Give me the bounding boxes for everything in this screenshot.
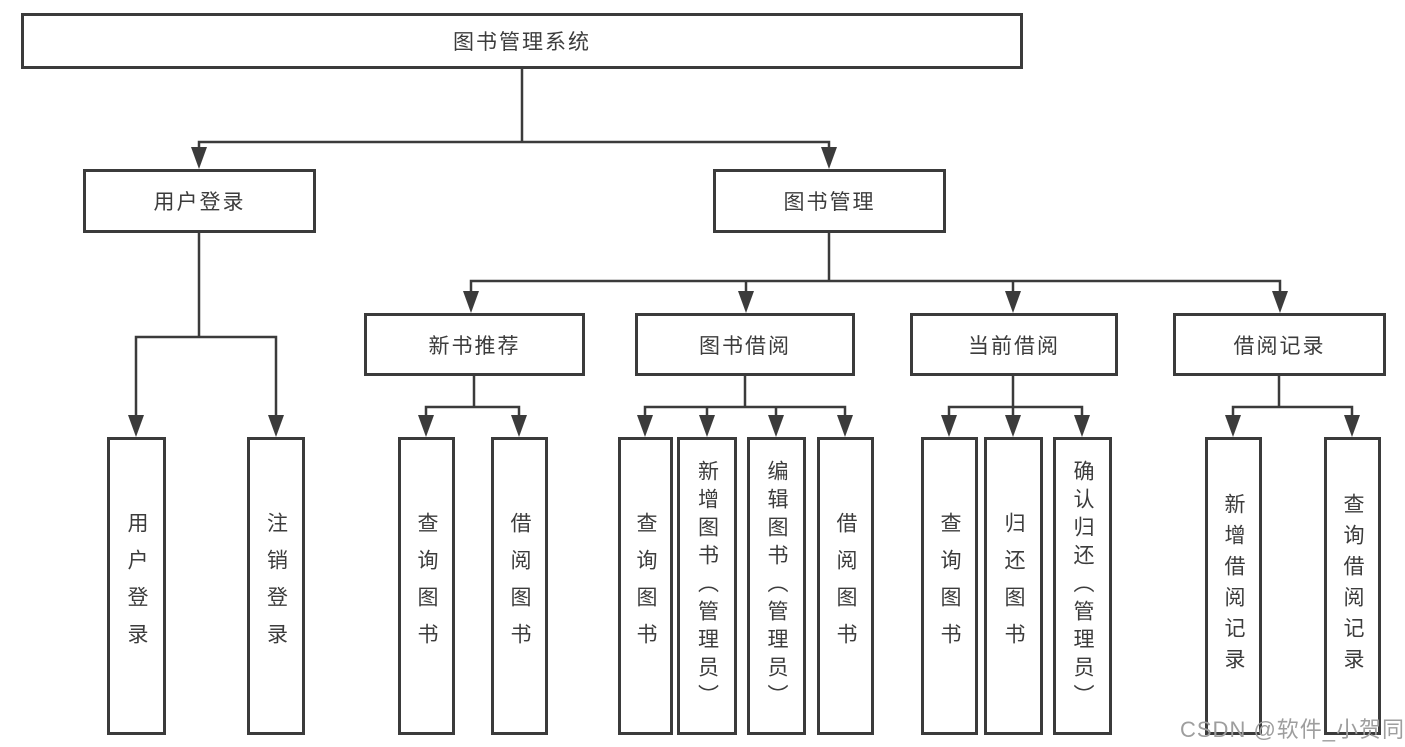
leaf-return-book: 归还图书 bbox=[984, 437, 1043, 735]
node-current-borrowing: 当前借阅 bbox=[910, 313, 1118, 376]
leaf-confirm-return-admin: 确认归还（管理员） bbox=[1053, 437, 1112, 735]
node-new-book-recommend-label: 新书推荐 bbox=[428, 334, 521, 358]
node-current-borrowing-label: 当前借阅 bbox=[968, 334, 1060, 358]
node-library-system: 图书管理系统 bbox=[21, 13, 1023, 69]
node-book-borrowing-label: 图书借阅 bbox=[699, 334, 791, 358]
arrowheads bbox=[128, 147, 1360, 437]
leaf-add-borrow-record-label: 新增借阅记录 bbox=[1222, 493, 1245, 679]
leaf-edit-book-admin: 编辑图书（管理员） bbox=[747, 437, 806, 735]
node-borrowing-records: 借阅记录 bbox=[1173, 313, 1386, 376]
node-borrowing-records-label: 借阅记录 bbox=[1233, 334, 1326, 358]
leaf-query-borrow-record-label: 查询借阅记录 bbox=[1341, 493, 1364, 679]
leaf-query-book-borrowing: 查询图书 bbox=[618, 437, 673, 735]
node-book-management-label: 图书管理 bbox=[783, 191, 876, 214]
leaf-borrow-book-borrowing: 借阅图书 bbox=[817, 437, 874, 735]
node-book-borrowing: 图书借阅 bbox=[635, 313, 855, 376]
leaf-borrow-book-recommend: 借阅图书 bbox=[491, 437, 548, 735]
node-book-management: 图书管理 bbox=[713, 169, 946, 233]
csdn-watermark: CSDN @软件_小贺同学 bbox=[1180, 717, 1405, 742]
leaf-confirm-return-admin-label: 确认归还（管理员） bbox=[1071, 460, 1094, 712]
leaf-query-book-current: 查询图书 bbox=[921, 437, 978, 735]
leaf-logout: 注销登录 bbox=[247, 437, 305, 735]
leaf-user-login-label: 用户登录 bbox=[125, 512, 148, 660]
leaf-add-book-admin-label: 新增图书（管理员） bbox=[695, 460, 719, 712]
leaf-return-book-label: 归还图书 bbox=[1002, 512, 1025, 660]
leaf-edit-book-admin-label: 编辑图书（管理员） bbox=[765, 460, 788, 712]
node-library-system-label: 图书管理系统 bbox=[453, 31, 591, 54]
leaf-add-borrow-record: 新增借阅记录 bbox=[1205, 437, 1262, 735]
node-user-login: 用户登录 bbox=[83, 169, 316, 233]
leaf-query-book-recommend-label: 查询图书 bbox=[415, 512, 438, 660]
leaf-borrow-book-recommend-label: 借阅图书 bbox=[508, 512, 531, 660]
leaf-query-book-current-label: 查询图书 bbox=[938, 512, 961, 660]
leaf-user-login: 用户登录 bbox=[107, 437, 166, 735]
leaf-query-book-recommend: 查询图书 bbox=[398, 437, 455, 735]
node-new-book-recommend: 新书推荐 bbox=[364, 313, 585, 376]
leaf-add-book-admin: 新增图书（管理员） bbox=[677, 437, 737, 735]
leaf-query-book-borrowing-label: 查询图书 bbox=[634, 512, 657, 660]
node-user-login-label: 用户登录 bbox=[153, 191, 246, 214]
leaf-logout-label: 注销登录 bbox=[264, 512, 288, 660]
leaf-borrow-book-borrowing-label: 借阅图书 bbox=[834, 512, 857, 660]
leaf-query-borrow-record: 查询借阅记录 bbox=[1324, 437, 1381, 735]
